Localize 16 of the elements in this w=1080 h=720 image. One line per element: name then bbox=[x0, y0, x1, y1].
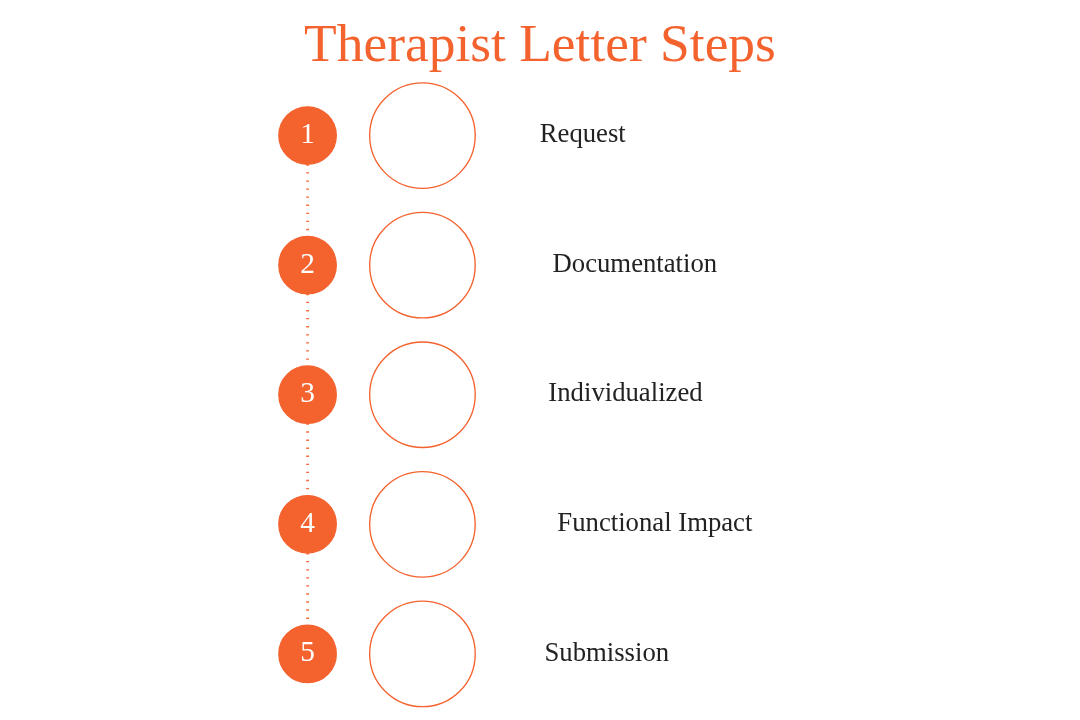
node-label: Functional Impact bbox=[557, 506, 753, 537]
node-label: Documentation bbox=[552, 247, 718, 278]
node-circle: 1 bbox=[278, 106, 337, 165]
node-circle bbox=[369, 470, 476, 578]
node-label: Submission bbox=[544, 636, 670, 667]
node-circle bbox=[369, 341, 476, 449]
node-label: Request bbox=[539, 118, 626, 149]
node-circle: 2 bbox=[278, 235, 337, 295]
diagram-title: Therapist Letter Steps bbox=[304, 13, 776, 74]
node-circle bbox=[369, 600, 476, 708]
node-circle: 5 bbox=[278, 624, 337, 684]
node-circle bbox=[369, 211, 476, 319]
node-circle bbox=[369, 82, 476, 189]
node-circle: 4 bbox=[278, 494, 337, 554]
node-circle: 3 bbox=[278, 365, 337, 425]
node-label: Individualized bbox=[548, 377, 703, 408]
